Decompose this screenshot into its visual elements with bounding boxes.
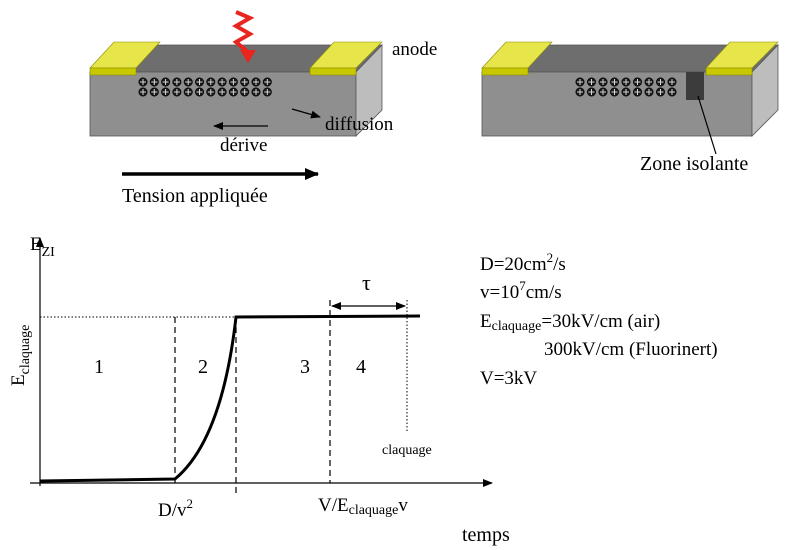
left-electrode-left-front	[89, 67, 137, 76]
x-tick-breakdown-time: V/Eclaquagev	[318, 495, 408, 518]
hole-carrier-plus-sign	[623, 79, 629, 85]
hole-carrier-plus-sign	[588, 89, 595, 95]
right-device-side-face	[751, 44, 779, 137]
hole-carrier-plus-sign	[207, 89, 214, 95]
hole-carrier-plus-sign	[151, 89, 158, 95]
hole-carrier-plus-sign	[646, 79, 652, 85]
hole-carrier-plus-sign	[173, 89, 180, 95]
param-breakdown-field: Eclaquage=30kV/cm (air)	[480, 311, 660, 334]
hole-carrier-plus-sign	[219, 89, 226, 95]
hole-carrier-plus-sign	[600, 89, 606, 95]
hole-carrier-plus-sign	[151, 79, 158, 85]
hole-carrier-plus-sign	[140, 89, 146, 95]
left-carrier-cloud	[138, 77, 272, 97]
right-electrode-left-front	[481, 67, 529, 76]
region-4-label: 4	[356, 356, 366, 378]
hole-carrier-plus-sign	[219, 79, 226, 85]
hole-carrier-plus-sign	[196, 89, 203, 95]
hole-carrier-plus-sign	[173, 79, 180, 85]
hole-carrier-plus-sign	[669, 89, 675, 95]
hole-carrier-plus-sign	[140, 79, 146, 85]
tau-label: τ	[362, 270, 371, 295]
hole-carrier-plus-sign	[264, 89, 271, 95]
hole-carrier-plus-sign	[185, 79, 192, 85]
hole-carrier-plus-sign	[600, 79, 606, 85]
hole-carrier-plus-sign	[623, 89, 629, 95]
param-breakdown-field-fluorinert: 300kV/cm (Fluorinert)	[544, 339, 718, 360]
zone-isolante-label: Zone isolante	[640, 153, 748, 175]
hole-carrier-plus-sign	[264, 79, 271, 85]
param-velocity: v=107cm/s	[480, 278, 562, 303]
param-diffusion-coefficient: D=20cm2/s	[480, 250, 566, 275]
left-device-side-face	[355, 44, 383, 137]
right-electrode-right-front	[705, 67, 753, 76]
hole-carrier-plus-sign	[669, 79, 675, 85]
hole-carrier-plus-sign	[230, 79, 237, 85]
param-voltage: V=3kV	[480, 368, 537, 389]
hole-carrier-plus-sign	[657, 89, 664, 95]
hole-carrier-plus-sign	[162, 79, 169, 85]
hole-carrier-plus-sign	[577, 79, 583, 85]
field-time-graph: EZI Eclaquage τ 1 2 3 4 claquage D/v2 V/…	[8, 234, 510, 546]
derive-label: dérive	[220, 135, 267, 156]
left-electrode-right-front	[309, 67, 357, 76]
y-threshold-label: Eclaquage	[8, 325, 33, 386]
tension-label: Tension appliquée	[122, 185, 268, 207]
parameter-list: D=20cm2/s v=107cm/s Eclaquage=30kV/cm (a…	[480, 250, 718, 389]
hole-carrier-plus-sign	[241, 89, 248, 95]
hole-carrier-plus-sign	[588, 79, 595, 85]
photon-arrowhead	[240, 50, 256, 63]
anode-label: anode	[392, 39, 437, 60]
hole-carrier-plus-sign	[253, 79, 259, 85]
diffusion-arrow	[291, 108, 321, 119]
hole-carrier-plus-sign	[634, 89, 641, 95]
hole-carrier-plus-sign	[577, 89, 583, 95]
breakdown-label: claquage	[382, 443, 432, 458]
right-device: Zone isolante	[481, 41, 779, 175]
insulating-zone	[686, 72, 704, 100]
diffusion-label: diffusion	[325, 114, 394, 135]
hole-carrier-plus-sign	[646, 89, 652, 95]
hole-carrier-plus-sign	[657, 79, 664, 85]
photon-icon	[231, 10, 255, 54]
left-device: anode diffusion dérive Tension appliquée	[89, 10, 437, 207]
hole-carrier-plus-sign	[611, 79, 618, 85]
hole-carrier-plus-sign	[185, 89, 192, 95]
region-3-label: 3	[300, 356, 310, 378]
right-carrier-cloud	[575, 77, 677, 97]
x-axis-label: temps	[462, 524, 510, 546]
field-curve	[39, 314, 421, 483]
hole-carrier-plus-sign	[611, 89, 618, 95]
zone-pointer-line	[697, 95, 717, 155]
region-1-label: 1	[94, 356, 104, 378]
hole-carrier-plus-sign	[162, 89, 169, 95]
hole-carrier-plus-sign	[634, 79, 641, 85]
hole-carrier-plus-sign	[196, 79, 203, 85]
hole-carrier-plus-sign	[207, 79, 214, 85]
hole-carrier-plus-sign	[241, 79, 248, 85]
region-2-label: 2	[198, 356, 208, 378]
y-axis-label: EZI	[30, 234, 55, 260]
hole-carrier-plus-sign	[230, 89, 237, 95]
hole-carrier-plus-sign	[253, 89, 259, 95]
x-tick-diffusion-time: D/v2	[158, 496, 193, 521]
